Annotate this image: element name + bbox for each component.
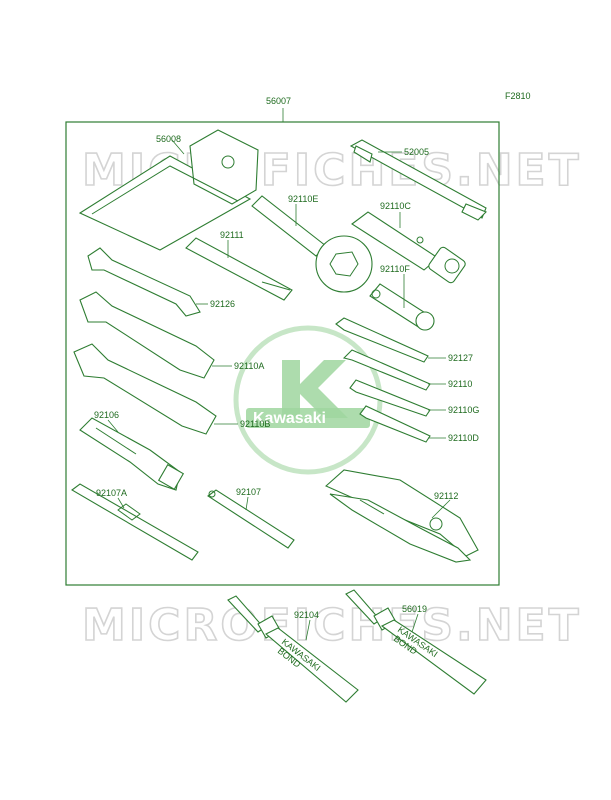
screwdriver-handle-92106 xyxy=(79,417,185,491)
hex-key-92110G xyxy=(349,379,431,417)
label-92127: 92127 xyxy=(448,353,473,363)
label-92107: 92107 xyxy=(236,487,261,497)
kit-box xyxy=(65,121,500,586)
label-56019: 56019 xyxy=(402,604,427,614)
label-92110A: 92110A xyxy=(234,361,264,371)
label-52005: 52005 xyxy=(404,147,429,157)
label-92112: 92112 xyxy=(434,491,458,501)
label-56008: 56008 xyxy=(156,134,181,144)
spark-plug-tool-52005 xyxy=(349,139,487,221)
label-92111: 92111 xyxy=(220,230,244,240)
label-92126: 92126 xyxy=(210,299,235,309)
kawasaki-logo: Kawasaki xyxy=(233,325,383,475)
label-92110F: 92110F xyxy=(380,264,410,274)
label-92107A: 92107A xyxy=(96,488,127,498)
figure-code: F2810 xyxy=(505,91,531,101)
open-end-wrench-92110B xyxy=(73,343,217,435)
logo-text: Kawasaki xyxy=(253,410,326,427)
pliers-92112 xyxy=(324,469,479,563)
label-92110D: 92110D xyxy=(448,433,479,443)
label-92106: 92106 xyxy=(94,410,119,420)
hex-key-92110D xyxy=(359,405,431,443)
tube-socket-92110F xyxy=(369,283,435,331)
ring-spanner-92110E xyxy=(251,195,373,293)
label-92110C: 92110C xyxy=(380,201,411,211)
open-end-wrench-92110A xyxy=(79,291,215,379)
hex-key-92110 xyxy=(342,349,431,391)
open-end-wrench-92126 xyxy=(87,247,201,317)
label-92104: 92104 xyxy=(294,610,319,620)
label-92110E: 92110E xyxy=(288,194,318,204)
screwdriver-bit-92107A xyxy=(71,483,199,561)
screwdriver-bit-92107 xyxy=(207,489,295,549)
watermark-bottom: MICROFICHES.NET xyxy=(82,600,582,651)
hex-key-92127 xyxy=(335,317,429,363)
label-92110B: 92110B xyxy=(240,419,270,429)
label-92110G: 92110G xyxy=(448,405,479,415)
tool-bag-56008 xyxy=(78,129,259,251)
socket-tool-92110C xyxy=(351,211,466,284)
handle-bar-92111 xyxy=(185,237,293,301)
label-92110: 92110 xyxy=(448,379,472,389)
label-56007: 56007 xyxy=(266,96,291,106)
